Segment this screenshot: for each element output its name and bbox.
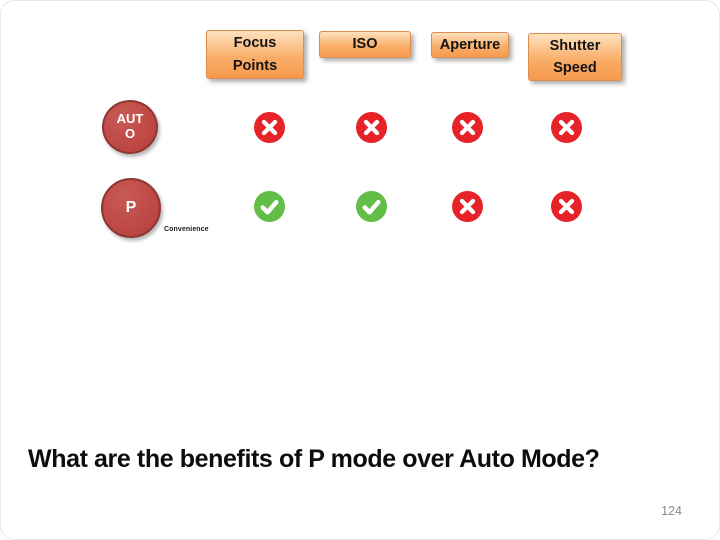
check-icon (254, 191, 285, 222)
mode-circle-auto: AUTO (102, 100, 158, 154)
cross-icon (452, 112, 483, 143)
cross-icon (452, 191, 483, 222)
check-icon (356, 191, 387, 222)
cross-icon (551, 191, 582, 222)
mode-circle-p: P (101, 178, 161, 238)
column-header-aperture: Aperture (431, 32, 509, 58)
cross-icon (551, 112, 582, 143)
page-number: 124 (661, 504, 682, 518)
cross-icon (551, 112, 582, 143)
cross-icon (254, 112, 285, 143)
column-header-iso: ISO (319, 31, 411, 58)
column-header-shutter-speed: Shutter Speed (528, 33, 622, 81)
column-header-focus-points: Focus Points (206, 30, 304, 79)
slide-title: What are the benefits of P mode over Aut… (28, 445, 600, 473)
cross-icon (356, 112, 387, 143)
convenience-note: Convenience (164, 226, 209, 233)
check-icon (356, 191, 387, 222)
cross-icon (452, 112, 483, 143)
cross-icon (452, 191, 483, 222)
check-icon (254, 191, 285, 222)
cross-icon (254, 112, 285, 143)
mode-label-p: P (125, 199, 137, 216)
cross-icon (551, 191, 582, 222)
mode-label-auto: AUTO (116, 111, 144, 141)
cross-icon (356, 112, 387, 143)
